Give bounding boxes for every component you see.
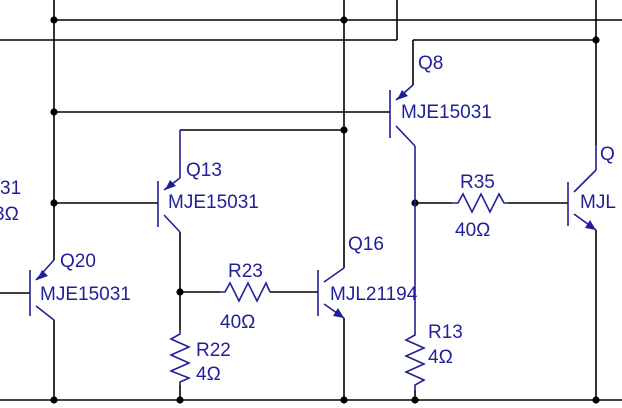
- r13-ref-label: R13: [428, 322, 463, 343]
- q16-ref-label: Q16: [348, 234, 384, 255]
- r23-ref-label: R23: [228, 261, 263, 282]
- r35-ref-label: R35: [460, 172, 495, 193]
- junction-dots: [50, 16, 600, 404]
- resistor-r35: [452, 192, 508, 214]
- resistor-r23: [220, 281, 271, 303]
- r22-ref-label: R22: [196, 340, 231, 361]
- q20-part-label: MJE15031: [40, 284, 131, 305]
- q-right-part-label: MJL: [580, 192, 616, 213]
- q8-part-label: MJE15031: [401, 102, 492, 123]
- resistor-r22: [168, 330, 192, 385]
- r23-value-label: 40Ω: [220, 312, 255, 333]
- r22-value-label: 4Ω: [196, 364, 221, 385]
- left-partial-top-label: 31: [0, 178, 21, 199]
- r13-value-label: 4Ω: [428, 347, 453, 368]
- q13-part-label: MJE15031: [168, 192, 259, 213]
- left-partial-bottom-label: 3Ω: [0, 204, 19, 225]
- transistor-q8: [389, 84, 416, 330]
- q16-part-label: MJL21194: [330, 284, 418, 305]
- transistor-q16: [317, 267, 345, 319]
- r35-value-label: 40Ω: [455, 220, 490, 241]
- q20-ref-label: Q20: [60, 251, 96, 272]
- resistor-r13: [404, 330, 426, 390]
- transistor-q-right: [567, 145, 597, 231]
- transistor-q20: [29, 259, 55, 321]
- q13-ref-label: Q13: [186, 160, 222, 181]
- transistor-q13: [157, 130, 181, 233]
- q-right-ref-label: Q: [600, 144, 615, 165]
- q8-ref-label: Q8: [418, 53, 443, 74]
